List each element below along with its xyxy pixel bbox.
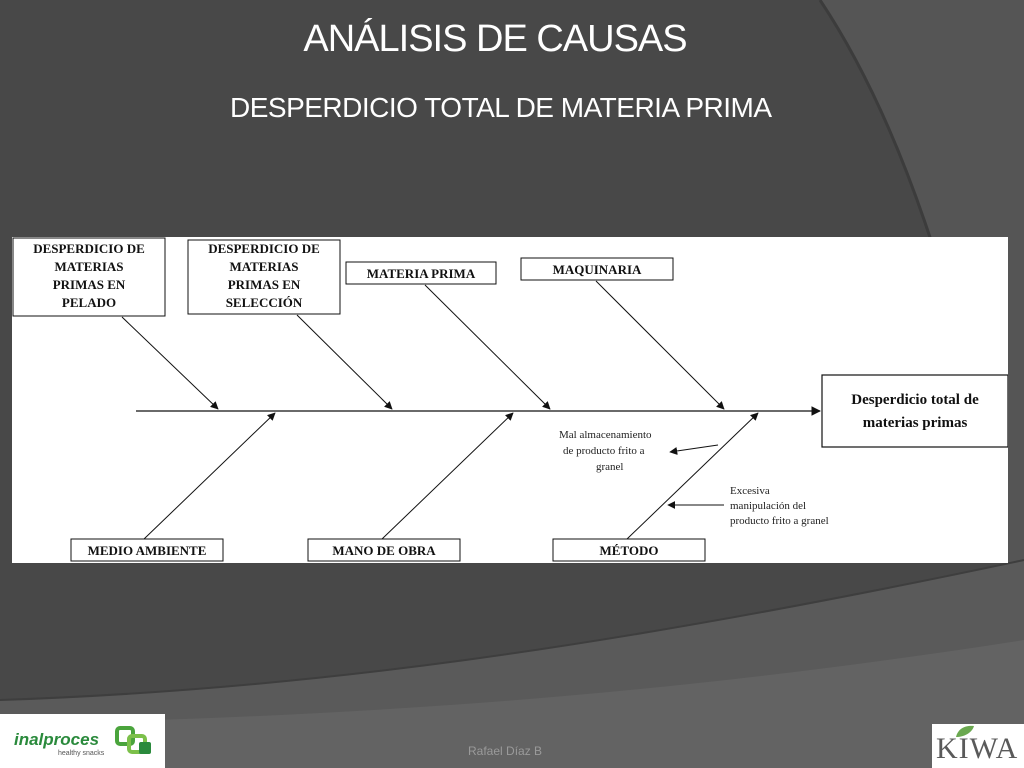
sub-cause-mal-almacenamiento-line-1: Mal almacenamiento bbox=[559, 429, 652, 441]
cause-box-materia-prima: MATERIA PRIMA bbox=[345, 261, 497, 285]
fishbone-diagram: Desperdicio total de materias primas DES… bbox=[12, 237, 1008, 562]
effect-line-2: materias primas bbox=[863, 415, 968, 431]
leaf-icon bbox=[956, 725, 974, 737]
cause-materia-prima-label: MATERIA PRIMA bbox=[367, 266, 476, 281]
cause-box-pelado: DESPERDICIO DE MATERIAS PRIMAS EN PELADO bbox=[12, 237, 166, 317]
sub-cause-excesiva-manipulacion: Excesiva manipulación del producto frito… bbox=[730, 485, 829, 527]
cause-seleccion-line-2: MATERIAS bbox=[229, 259, 298, 274]
interlocking-squares-icon bbox=[115, 726, 151, 754]
cause-seleccion-line-1: DESPERDICIO DE bbox=[208, 241, 320, 256]
cause-pelado-line-3: PRIMAS EN bbox=[53, 277, 126, 292]
inalproces-logo-name: inalproces bbox=[14, 730, 100, 749]
cause-mano-de-obra-label: MANO DE OBRA bbox=[332, 543, 436, 558]
cause-pelado-line-4: PELADO bbox=[62, 295, 116, 310]
fishbone-diagram-panel: Desperdicio total de materias primas DES… bbox=[12, 237, 1008, 563]
cause-medio-ambiente-label: MEDIO AMBIENTE bbox=[88, 543, 207, 558]
slide-subtitle: DESPERDICIO TOTAL DE MATERIA PRIMA bbox=[230, 92, 772, 123]
bone-pelado bbox=[121, 316, 219, 410]
effect-line-1: Desperdicio total de bbox=[851, 392, 979, 408]
inalproces-logo: inalproces healthy snacks bbox=[0, 714, 165, 768]
cause-box-maquinaria: MAQUINARIA bbox=[520, 257, 674, 281]
cause-pelado-line-2: MATERIAS bbox=[54, 259, 123, 274]
kiwa-logo: KIWA bbox=[932, 724, 1024, 768]
cause-box-seleccion: DESPERDICIO DE MATERIAS PRIMAS EN SELECC… bbox=[187, 239, 341, 315]
effect-box: Desperdicio total de materias primas bbox=[821, 374, 1008, 448]
bone-mano-de-obra bbox=[381, 412, 514, 540]
cause-maquinaria-label: MAQUINARIA bbox=[553, 262, 642, 277]
cause-box-medio-ambiente: MEDIO AMBIENTE bbox=[70, 538, 224, 562]
sub-bone-mal-almacenamiento bbox=[669, 444, 719, 455]
sub-cause-mal-almacenamiento: Mal almacenamiento de producto frito a g… bbox=[559, 429, 652, 473]
sub-cause-excesiva-line-1: Excesiva bbox=[730, 485, 770, 497]
slide-title: ANÁLISIS DE CAUSAS bbox=[303, 18, 687, 60]
cause-metodo-label: MÉTODO bbox=[600, 543, 659, 558]
bone-seleccion bbox=[296, 314, 393, 410]
cause-pelado-line-1: DESPERDICIO DE bbox=[33, 241, 145, 256]
bone-maquinaria bbox=[595, 280, 725, 410]
bone-medio-ambiente bbox=[143, 412, 276, 540]
cause-seleccion-line-3: PRIMAS EN bbox=[228, 277, 301, 292]
sub-cause-mal-almacenamiento-line-2: de producto frito a bbox=[563, 445, 645, 457]
footer-author: Rafael Díaz B bbox=[468, 744, 543, 758]
sub-cause-mal-almacenamiento-line-3: granel bbox=[596, 461, 623, 473]
sub-cause-excesiva-line-3: producto frito a granel bbox=[730, 515, 829, 527]
cause-box-mano-de-obra: MANO DE OBRA bbox=[307, 538, 461, 562]
kiwa-logo-name: KIWA bbox=[936, 732, 1019, 765]
cause-box-metodo: MÉTODO bbox=[552, 538, 706, 562]
bone-materia-prima bbox=[424, 284, 551, 410]
inalproces-logo-tagline: healthy snacks bbox=[58, 750, 105, 757]
sub-cause-excesiva-line-2: manipulación del bbox=[730, 500, 806, 512]
bone-metodo bbox=[626, 412, 759, 540]
cause-seleccion-line-4: SELECCIÓN bbox=[226, 295, 303, 310]
